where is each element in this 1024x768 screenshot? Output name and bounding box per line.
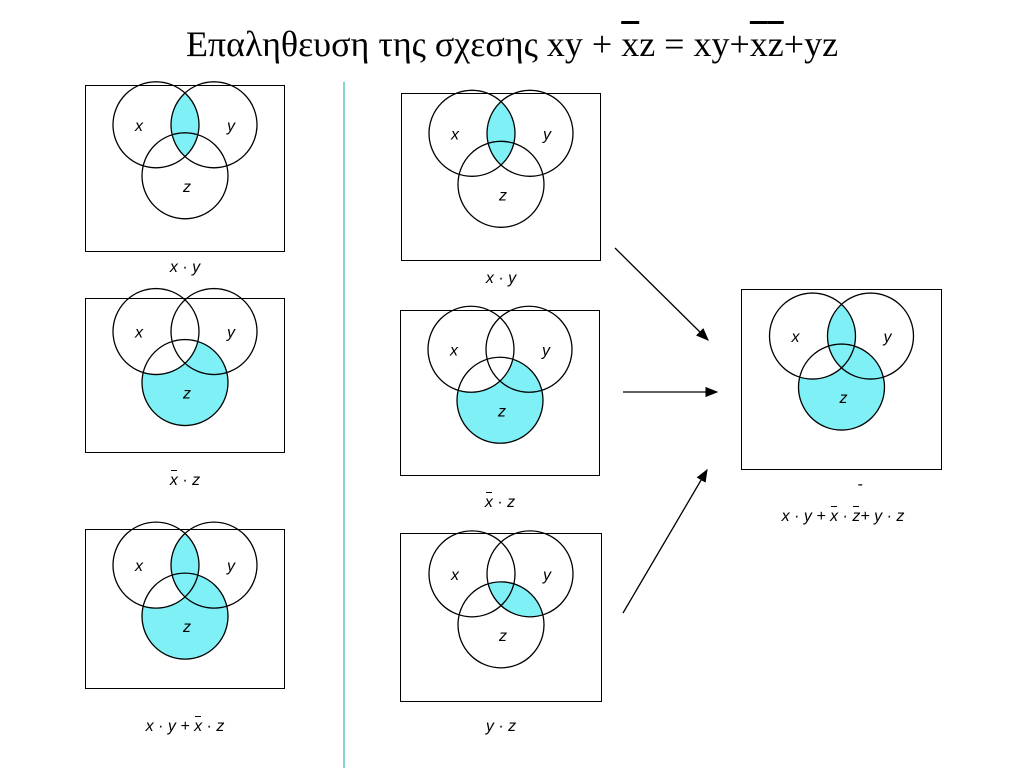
circle-x [427,305,515,393]
venn-panel-left-xy: x y z [85,81,285,252]
venn-label-y: y [226,118,236,135]
caption-part: · [838,508,853,525]
arrow-from-xy [614,247,709,341]
region-notx-and-z [142,573,228,660]
caption-part: x · y + [781,508,831,525]
venn-label-x: x [450,126,460,143]
vertical-divider [343,82,345,768]
venn-panel-left-sum: x y z [85,521,285,689]
caption-part: x [485,270,494,287]
title-part: z = xy+ [639,24,750,64]
venn-label-x: x [134,325,144,342]
venn-diagram: x y z [427,305,573,444]
circle-z [456,356,544,444]
title-part: Επαληθευση της σχεσης xy + [185,24,622,64]
caption-mid-yz: y · z [400,718,602,736]
circle-x [768,292,857,380]
circle-x [112,521,200,609]
venn-diagram: x y z [112,81,258,220]
title-x-bar: x [749,24,768,64]
venn-label-x: x [134,118,144,135]
caption-left-xnz: x · z [85,470,285,490]
caption-left-sum: x · y + x · z [85,716,285,736]
caption-part: y · z [485,718,517,735]
venn-label-y: y [883,329,893,346]
caption-part: + y · z [860,508,905,525]
circle-y [170,521,258,609]
region-notx-and-z [142,339,228,426]
venn-diagram: x y z [428,530,574,669]
venn-label-z: z [498,187,507,204]
venn-diagram: x y z [112,287,258,427]
caption-mid-xy: x · y [401,270,601,288]
circle-y [485,305,573,393]
caption-part: · y [177,259,201,276]
circle-z [797,343,886,431]
caption-part: · z [177,472,201,489]
circle-x [428,530,516,618]
circle-y [170,81,258,169]
caption-mid-xnz: x · z [400,492,600,512]
venn-label-y: y [226,325,236,342]
venn-panel-mid-xy: x y z [401,89,601,261]
circle-z [457,140,545,228]
venn-diagram: x y z [112,521,258,660]
region-notx-and-z [798,344,885,431]
venn-label-z: z [498,628,507,645]
venn-panel-result: x y z [741,289,942,470]
venn-panel-mid-yz: x y z [400,530,602,702]
title-z-bar: z [767,24,784,64]
venn-diagram: x y z [428,89,574,228]
caption-left-xy: x · y [85,259,285,277]
circle-z [141,132,229,220]
caption-result: x · y + x · z+ y · z [730,506,956,526]
caption-part: · z [202,718,225,735]
venn-panel-mid-xnz: x y z [400,305,600,476]
caption-complement: x [169,470,178,489]
venn-label-z: z [182,619,191,636]
circle-z [141,572,229,660]
circle-y [486,89,574,177]
venn-diagram: x y z [768,292,915,431]
result-dash: - [857,476,863,493]
circle-x [112,81,200,169]
region-notx-and-z [457,357,543,444]
venn-label-x: x [450,567,460,584]
caption-part: x [169,259,178,276]
venn-label-x: x [134,558,144,575]
venn-label-y: y [542,126,552,143]
venn-label-x: x [449,342,459,359]
title-part: +yz [783,24,839,64]
region-y-and-z [487,581,544,617]
caption-complement: z [852,506,861,525]
circle-z [457,581,545,669]
circle-x [112,287,200,376]
caption-complement: x [484,492,493,511]
venn-label-z: z [839,390,848,407]
venn-label-y: y [541,342,551,359]
venn-label-z: z [497,403,506,420]
circle-z [141,338,229,427]
venn-label-y: y [226,558,236,575]
caption-part: x · y + [145,718,195,735]
region-x-and-y [487,90,515,177]
region-x-and-y [171,81,199,168]
venn-label-z: z [182,386,191,403]
venn-label-x: x [791,329,801,346]
circle-y [170,287,258,376]
venn-label-z: z [182,179,191,196]
circle-y [826,292,915,380]
circle-y [486,530,574,618]
arrow-from-yz [622,468,708,614]
venn-panel-left-xnz: x y z [85,287,285,453]
page-title: Επαληθευση της σχεσης xy + xz = xy+xz+yz [0,22,1024,66]
caption-complement: x [194,716,203,735]
circle-x [428,89,516,177]
title-x-bar: x [621,24,640,64]
caption-complement: x [830,506,839,525]
caption-part: · y [493,270,517,287]
caption-part: · z [492,494,516,511]
venn-label-y: y [542,567,552,584]
